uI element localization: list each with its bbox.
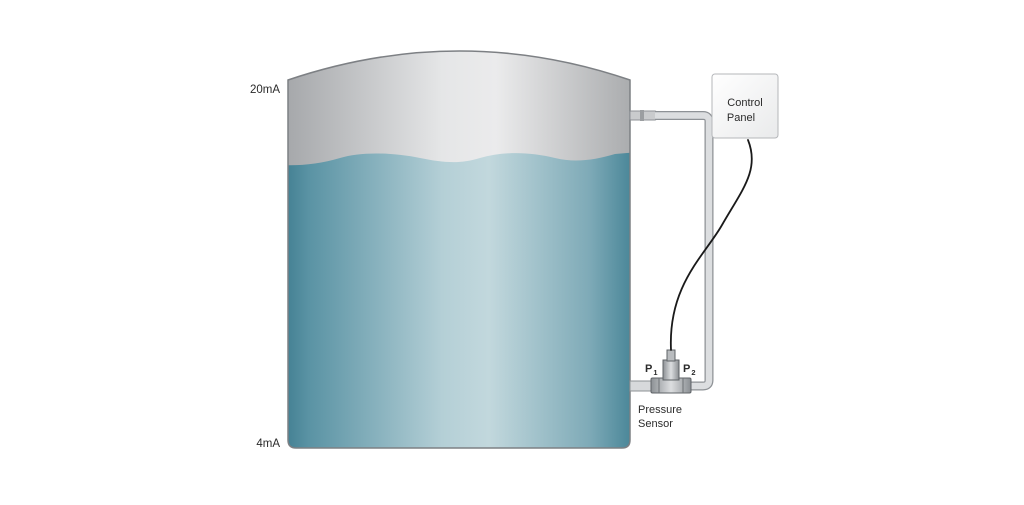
tank-outline: [287, 50, 631, 449]
control-panel: Control Panel: [711, 73, 779, 139]
bottom-current-label: 4mA: [256, 438, 280, 450]
pressure-sensor-label-line2: Sensor: [638, 418, 673, 430]
signal-cable: [670, 139, 753, 351]
sensor-housing: [662, 359, 680, 381]
tank-liquid: [288, 152, 630, 448]
sensor-cable-gland: [666, 349, 676, 362]
tank: [287, 50, 631, 449]
p1-subscript: 1: [653, 368, 657, 377]
bottom-pipe: [629, 380, 653, 392]
impulse-pipe: [629, 110, 714, 391]
fitting-nut: [640, 110, 644, 121]
p1-letter: P: [645, 363, 652, 375]
control-panel-label-line1: Control: [727, 97, 762, 109]
top-current-label: 20mA: [250, 84, 280, 96]
control-panel-box: [711, 73, 779, 139]
p1-label: P1: [645, 363, 658, 377]
p2-subscript: 2: [691, 368, 695, 377]
p2-letter: P: [683, 363, 690, 375]
control-panel-label-line2: Panel: [727, 112, 755, 124]
pressure-sensor: [650, 349, 692, 394]
pressure-sensor-label-line1: Pressure: [638, 404, 682, 416]
p2-label: P2: [683, 363, 696, 377]
